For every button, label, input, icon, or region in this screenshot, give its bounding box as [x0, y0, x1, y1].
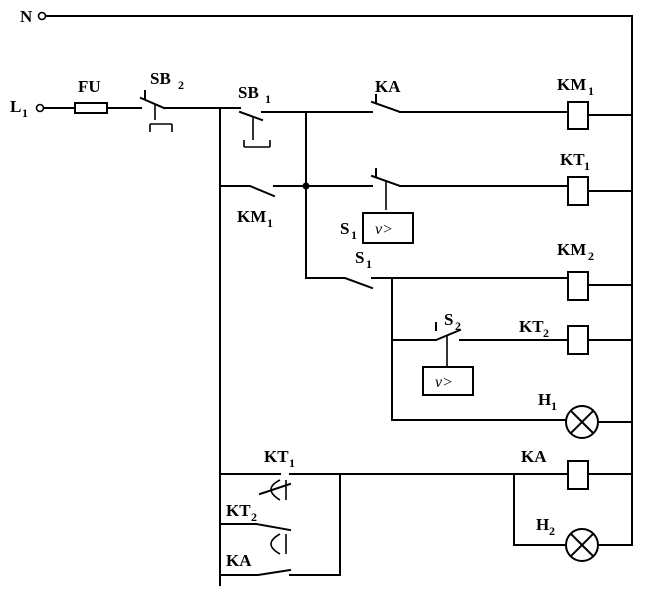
- ka-nc-contact: [370, 94, 569, 114]
- s1-speed-relay-box: [362, 212, 414, 244]
- s2-nc-contact: [391, 322, 569, 367]
- label-h1: H: [538, 390, 551, 409]
- label-km2-coil-sub: 2: [588, 249, 594, 263]
- kt2-coil: [567, 325, 589, 355]
- junction-dot: [302, 182, 310, 190]
- label-kt2-coil: KT: [519, 317, 544, 336]
- label-h1-sub: 1: [551, 399, 557, 413]
- label-h2: H: [536, 515, 549, 534]
- label-kt1-coil: KT: [560, 150, 585, 169]
- label-s1-contact-sub: 1: [366, 257, 372, 271]
- label-sb1-sub: 1: [265, 92, 271, 106]
- label-kt1-contact: KT: [264, 447, 289, 466]
- label-fu: FU: [78, 77, 101, 96]
- label-s2: S: [444, 310, 453, 329]
- label-n: N: [20, 7, 33, 26]
- s1-box-text: v>: [375, 221, 393, 238]
- sb1-pushbutton: [238, 110, 373, 148]
- live-line: [35, 102, 142, 114]
- s2-box-text: v>: [435, 374, 453, 391]
- label-s1-contact: S: [355, 248, 364, 267]
- s1-nc-contact: [370, 168, 569, 210]
- s2-speed-relay-box: [422, 366, 474, 396]
- label-sb2-sub: 2: [178, 78, 184, 92]
- s1-no-contact: [305, 277, 569, 290]
- label-s1-box-sub: 1: [351, 228, 357, 242]
- label-kt1-coil-sub: 1: [584, 159, 590, 173]
- label-s1-box: S: [340, 219, 349, 238]
- label-kt2-contact-sub: 2: [251, 510, 257, 524]
- label-sb2: SB: [150, 69, 171, 88]
- label-ka-nc: KA: [375, 77, 401, 96]
- sb2-pushbutton: [139, 90, 221, 132]
- km2-coil: [567, 271, 589, 301]
- label-ka-coil: KA: [521, 447, 547, 466]
- label-sb1: SB: [238, 83, 259, 102]
- ka-no-contact: [219, 568, 341, 576]
- neutral-line: [37, 11, 633, 546]
- label-kt2-contact: KT: [226, 501, 251, 520]
- ka-coil: [567, 460, 589, 490]
- kt1-timed-contact: [219, 473, 515, 501]
- km1-coil: [567, 101, 589, 130]
- fuse-symbol: [74, 102, 108, 114]
- label-km1-contact-sub: 1: [267, 216, 273, 230]
- label-kt1-contact-sub: 1: [289, 456, 295, 470]
- label-ka-contact: KA: [226, 551, 252, 570]
- label-kt2-coil-sub: 2: [543, 326, 549, 340]
- label-km1-contact: KM: [237, 207, 266, 226]
- kt1-coil: [567, 176, 589, 206]
- label-s2-sub: 2: [455, 319, 461, 333]
- label-km1-coil-sub: 1: [588, 84, 594, 98]
- label-km1-coil: KM: [557, 75, 586, 94]
- label-km2-coil: KM: [557, 240, 586, 259]
- label-l1: L: [10, 97, 21, 116]
- h2-lamp: [565, 528, 599, 562]
- h1-lamp: [565, 405, 599, 439]
- label-l1-sub: 1: [22, 106, 28, 120]
- label-h2-sub: 2: [549, 524, 555, 538]
- kt2-timed-contact: [219, 522, 292, 555]
- km1-seal-contact: [219, 182, 373, 198]
